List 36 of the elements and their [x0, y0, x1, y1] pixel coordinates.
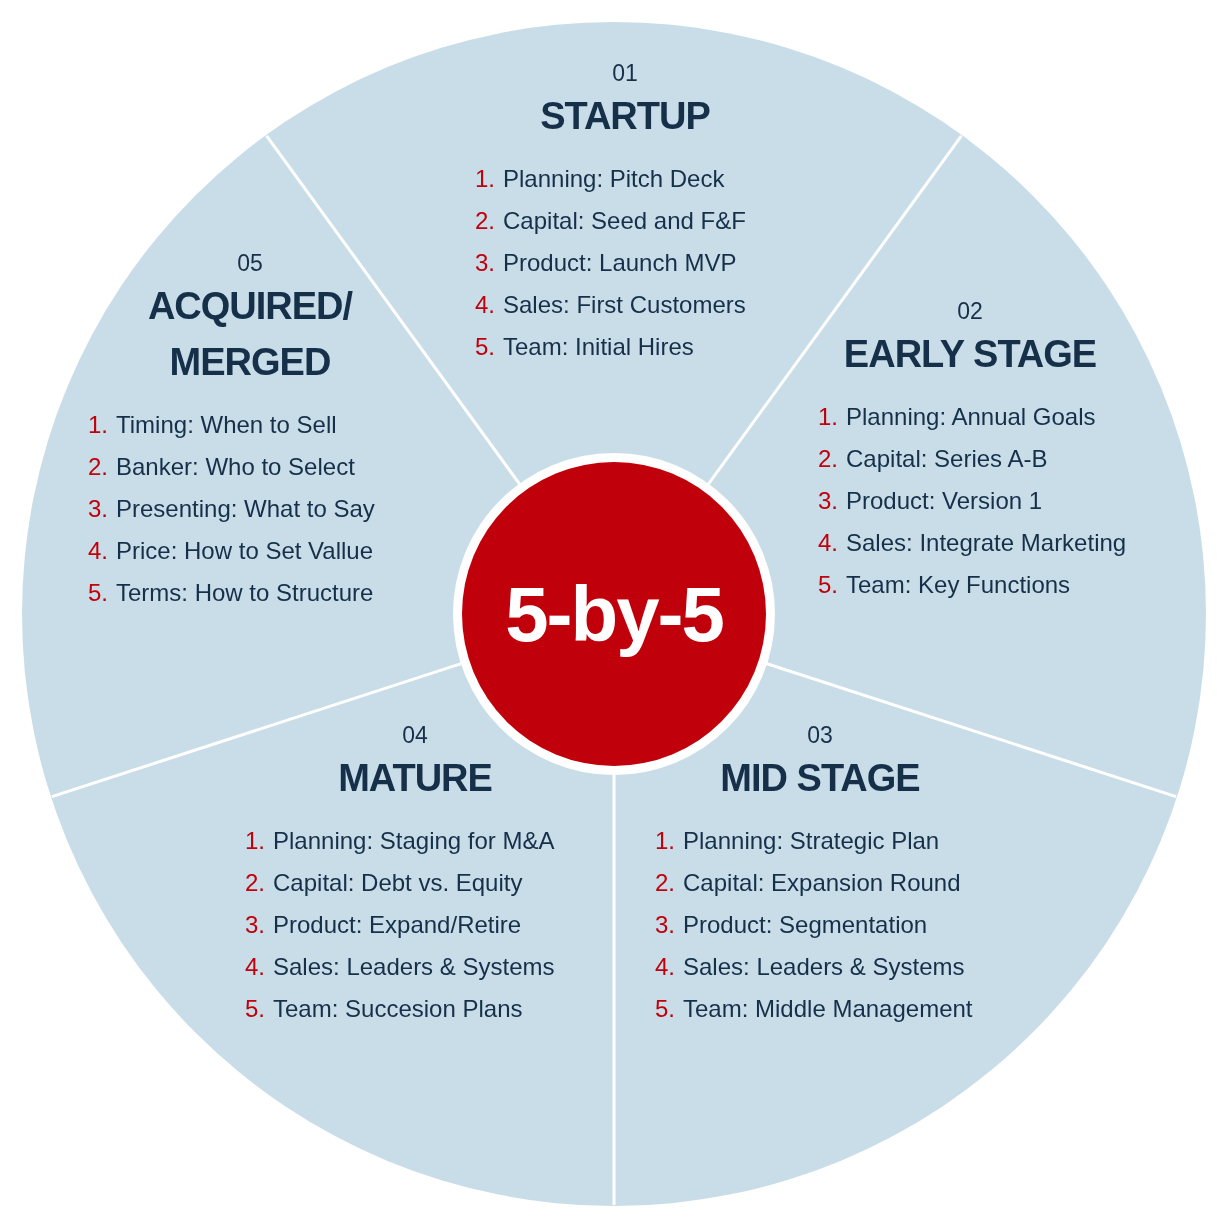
list-item: 3. Presenting: What to Say [88, 494, 375, 524]
stage-title: MATURE [338, 756, 492, 801]
center-label: 5-by-5 [505, 568, 723, 660]
list-item: 5. Terms: How to Structure [88, 578, 374, 608]
list-item: 1. Timing: When to Sell [88, 410, 337, 440]
list-item: 5. Team: Initial Hires [475, 332, 694, 362]
stage-number: 01 [612, 59, 638, 88]
list-item: 4. Price: How to Set Vallue [88, 536, 374, 566]
stage-title: MID STAGE [720, 756, 920, 801]
list-item: 2. Capital: Series A-B [818, 444, 1048, 474]
list-item: 2. Capital: Expansion Round [655, 868, 961, 898]
list-item: 5. Team: Key Functions [818, 570, 1071, 600]
list-item: 1. Planning: Annual Goals [818, 402, 1096, 432]
stage-number: 03 [807, 721, 833, 750]
list-item: 5. Team: Succesion Plans [245, 994, 523, 1024]
list-item: 3. Product: Version 1 [818, 486, 1043, 516]
list-item: 4. Sales: Leaders & Systems [245, 952, 555, 982]
list-item: 2. Banker: Who to Select [88, 452, 355, 482]
list-item: 4. Sales: First Customers [475, 290, 746, 320]
list-item: 3. Product: Segmentation [655, 910, 928, 940]
list-item: 4. Sales: Integrate Marketing [818, 528, 1127, 558]
stage-number: 02 [957, 297, 983, 326]
list-item: 3. Product: Expand/Retire [245, 910, 522, 940]
list-item: 5. Team: Middle Management [655, 994, 973, 1024]
list-item: 2. Capital: Debt vs. Equity [245, 868, 523, 898]
stage-number: 05 [237, 249, 263, 278]
stage-title: EARLY STAGE [843, 332, 1097, 377]
stage-title: ACQUIRED/ MERGED [146, 284, 354, 385]
list-item: 3. Product: Launch MVP [475, 248, 737, 278]
stage-title: STARTUP [540, 94, 710, 139]
list-item: 4. Sales: Leaders & Systems [655, 952, 965, 982]
stage-number: 04 [402, 721, 428, 750]
list-item: 2. Capital: Seed and F&F [475, 206, 746, 236]
list-item: 1. Planning: Pitch Deck [475, 164, 725, 194]
list-item: 1. Planning: Staging for M&A [245, 826, 555, 856]
list-item: 1. Planning: Strategic Plan [655, 826, 940, 856]
